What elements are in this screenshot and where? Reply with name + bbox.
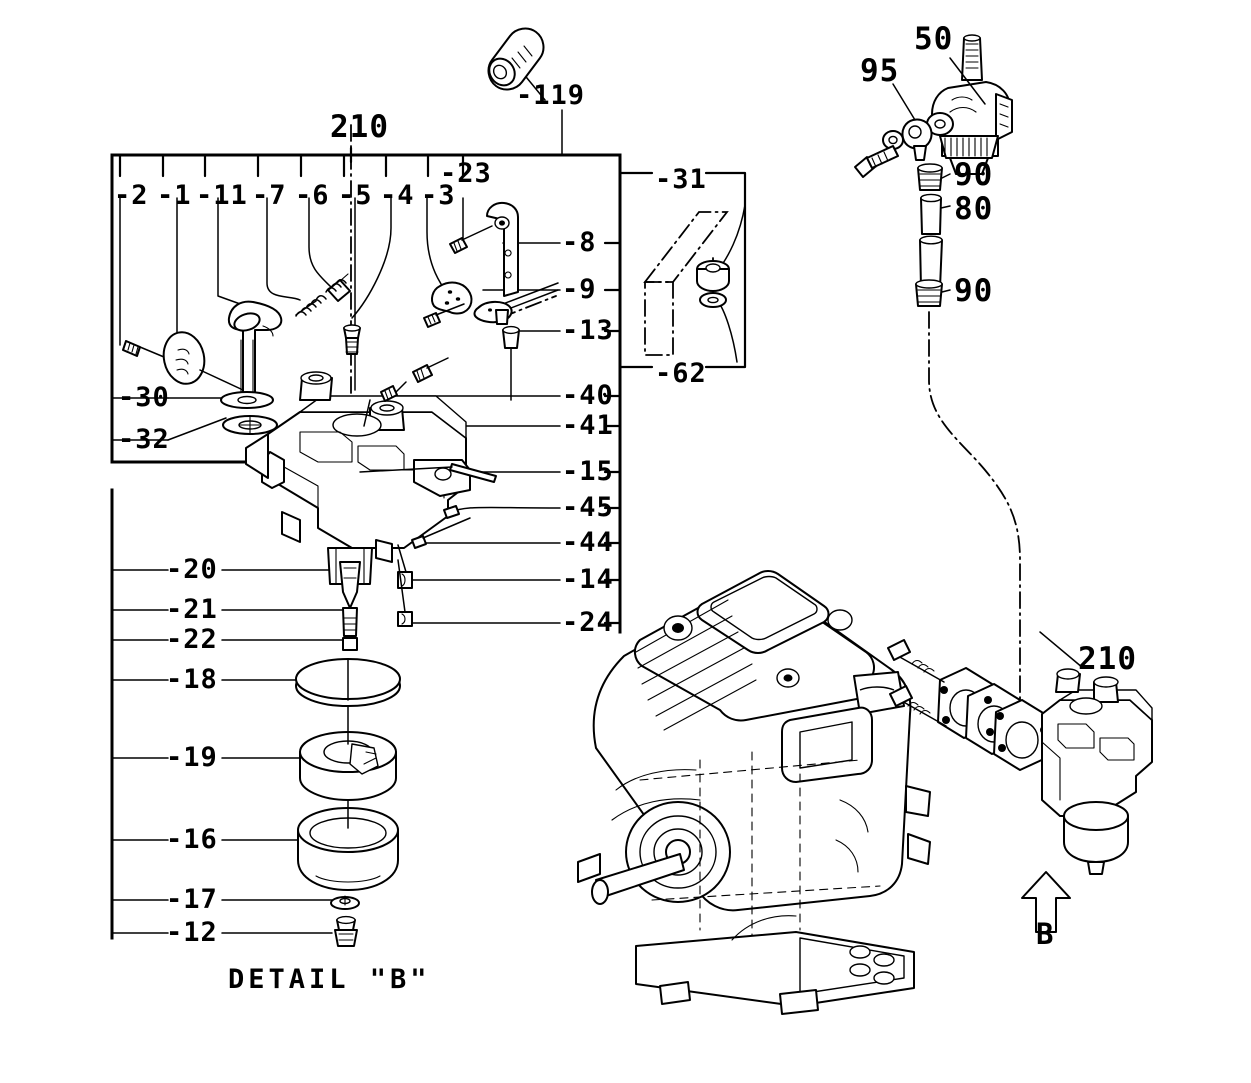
part-23-bracket xyxy=(449,201,519,297)
callout-label-5: -5 xyxy=(338,180,373,211)
part-41-screw xyxy=(363,385,398,427)
callout-label-50: 50 xyxy=(914,21,954,57)
part-44-plug xyxy=(411,517,471,549)
part-24-clip xyxy=(397,559,413,627)
part-1-plate xyxy=(162,331,244,391)
part-90-clamp-upper xyxy=(917,163,951,191)
part-22-washer xyxy=(342,637,358,651)
callout-label-80: 80 xyxy=(954,191,994,227)
callout-label-22: -22 xyxy=(166,624,218,655)
part-5-main-jet xyxy=(343,324,361,355)
part-45-nozzle xyxy=(443,505,460,519)
part-14-clip xyxy=(397,544,413,589)
fuel-cock-assembly xyxy=(926,34,1013,175)
callout-label-90-lower: 90 xyxy=(954,273,994,309)
left-upper-callout-rules xyxy=(111,397,227,441)
callout-label-45: -45 xyxy=(562,492,614,523)
part-16-float-bowl xyxy=(297,807,399,891)
part-11-throttle-lever xyxy=(227,300,283,395)
intake-gasket-stack xyxy=(887,639,1050,771)
part-20-needle-valve xyxy=(339,561,361,609)
engine-carburetor-label-210: 210 xyxy=(1078,641,1137,677)
part-15-pin xyxy=(359,463,497,483)
detail-frame-border xyxy=(110,153,622,940)
callout-label-8: -8 xyxy=(562,227,597,258)
callout-label-14: -14 xyxy=(562,564,614,595)
callout-31-62-bracket xyxy=(618,171,747,369)
part-19-float xyxy=(299,731,397,801)
callout-label-95: 95 xyxy=(860,53,900,89)
callout-label-11: -11 xyxy=(196,180,248,211)
callout-label-119: -119 xyxy=(516,80,586,111)
callout-label-24: -24 xyxy=(562,607,614,638)
carburetor-body-detail xyxy=(245,371,471,585)
callout-label-4: -4 xyxy=(380,180,415,211)
detail-caption: DETAIL "B" xyxy=(228,964,431,995)
fuel-line-centerline xyxy=(928,311,1021,701)
callout-label-40: -40 xyxy=(562,380,614,411)
callout-label-32: -32 xyxy=(118,424,170,455)
part-95-joint xyxy=(854,83,933,178)
part-30-washer xyxy=(220,391,274,409)
part-40-screw xyxy=(391,357,449,397)
top-callout-ticks xyxy=(118,153,465,178)
callout-label-3: -3 xyxy=(421,180,456,211)
callout-label-12: -12 xyxy=(166,917,218,948)
part-119-filter xyxy=(487,27,545,91)
engine-assembly-illustration xyxy=(577,570,931,1015)
callout-label-9: -9 xyxy=(562,274,597,305)
callout-label-62: -62 xyxy=(655,358,707,389)
part-9-clip xyxy=(473,300,513,325)
callout-label-1: -1 xyxy=(157,180,192,211)
callout-label-16: -16 xyxy=(166,824,218,855)
assembly-label-210: 210 xyxy=(330,109,389,145)
callout-label-23: -23 xyxy=(440,158,492,189)
callout-label-7: -7 xyxy=(252,180,287,211)
carburetor-210-on-engine xyxy=(1039,631,1153,875)
part-17-seal-washer xyxy=(330,895,360,910)
callout-label-19: -19 xyxy=(166,742,218,773)
lower-left-callout-rules xyxy=(111,569,346,934)
part-12-drain-bolt xyxy=(334,915,358,947)
callout-label-17: -17 xyxy=(166,884,218,915)
part-13-bushing xyxy=(502,325,520,401)
part-90-clamp-lower xyxy=(915,279,951,307)
callout-label-18: -18 xyxy=(166,664,218,695)
right-frame-ticks xyxy=(603,241,622,625)
part-7-spring xyxy=(295,295,327,317)
part-31-grommet xyxy=(696,260,730,292)
part-6-screw-spring xyxy=(325,273,351,302)
part-3-screw xyxy=(423,303,465,328)
part-4-plate xyxy=(431,281,473,315)
part-32-seal-washer xyxy=(222,415,278,435)
callout-label-21: -21 xyxy=(166,594,218,625)
callout-label-20: -20 xyxy=(166,554,218,585)
callout-label-13: -13 xyxy=(562,315,614,346)
part-21-jet xyxy=(342,607,358,637)
callout-label-44: -44 xyxy=(562,527,614,558)
part-62-washer xyxy=(699,292,727,308)
callout-label-30: -30 xyxy=(118,382,170,413)
view-arrow-label-b: B xyxy=(1036,917,1055,951)
callout-label-15: -15 xyxy=(562,456,614,487)
callout-label-41: -41 xyxy=(562,410,614,441)
part-80-fuel-hose xyxy=(920,193,951,235)
callout-label-6: -6 xyxy=(295,180,330,211)
callout-label-31: -31 xyxy=(655,164,707,195)
callout-label-2: -2 xyxy=(114,180,149,211)
callout-50-leader xyxy=(949,57,986,105)
callout-label-90-upper: 90 xyxy=(954,157,994,193)
view-arrow-b xyxy=(1021,871,1071,933)
